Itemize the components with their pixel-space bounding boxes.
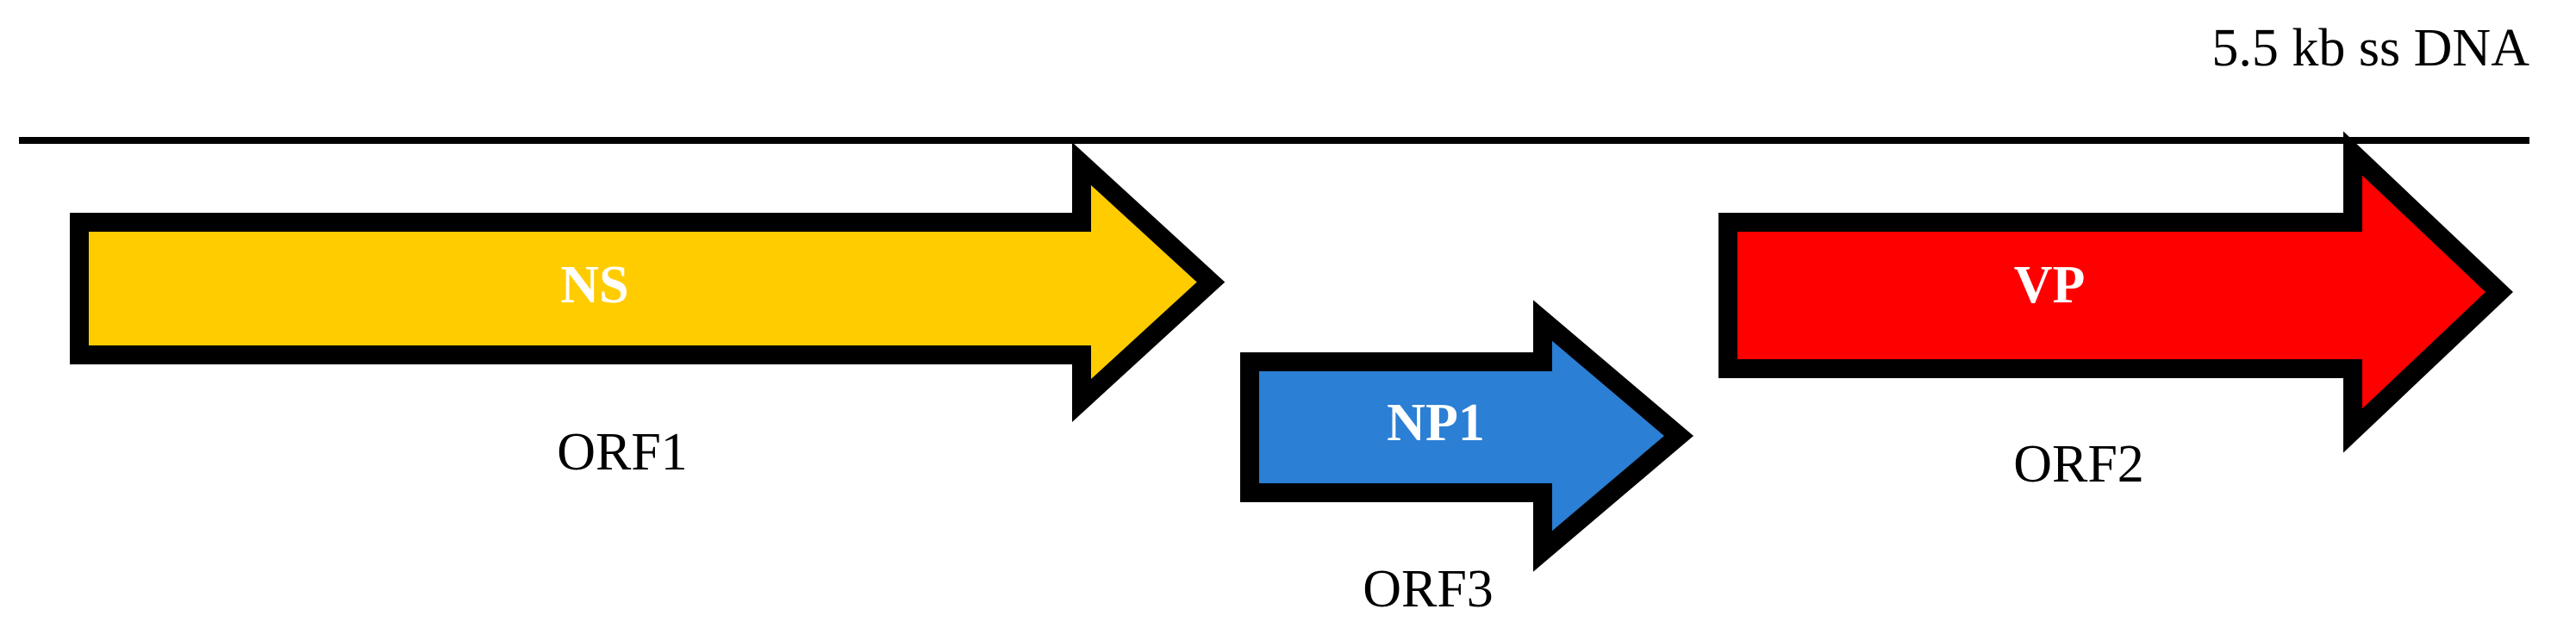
arrow-shape-vp[interactable] xyxy=(1718,131,2513,453)
orf-arrow-ns[interactable]: NS ORF1 xyxy=(70,141,1226,482)
gene-name-np1: NP1 xyxy=(1387,394,1485,452)
arrow-shape-ns[interactable] xyxy=(70,141,1226,423)
gene-name-ns: NS xyxy=(560,256,628,314)
orf-arrow-vp[interactable]: VP ORF2 xyxy=(1718,131,2513,494)
gene-name-vp: VP xyxy=(2014,256,2086,314)
orf-label-orf2: ORF2 xyxy=(2013,435,2144,494)
orf-label-orf3: ORF3 xyxy=(1363,560,1494,618)
orf-label-orf1: ORF1 xyxy=(557,423,688,482)
orf-arrow-np1[interactable]: NP1 ORF3 xyxy=(1240,300,1694,618)
arrow-shape-np1[interactable] xyxy=(1240,300,1694,572)
genome-length-label: 5.5 kb ss DNA xyxy=(2211,19,2529,78)
